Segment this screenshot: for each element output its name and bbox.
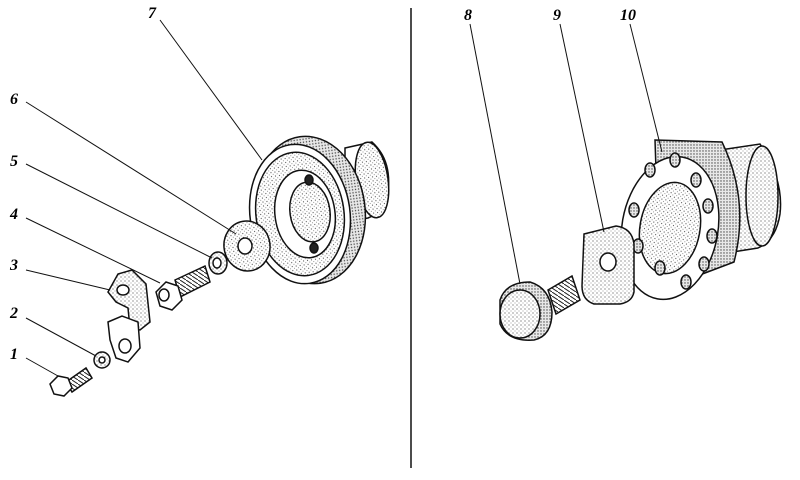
- part-5-spring-washer: [208, 251, 228, 275]
- leader-7: [159, 19, 263, 161]
- label-3: 3: [10, 257, 18, 274]
- leader-3: [25, 269, 111, 291]
- label-8: 8: [464, 7, 472, 24]
- part-2-washer: [93, 351, 111, 369]
- leader-8: [469, 23, 521, 285]
- label-9: 9: [553, 7, 561, 24]
- leader-6: [25, 101, 237, 235]
- part-3-bracket: [107, 269, 151, 363]
- leader-5: [25, 163, 213, 259]
- label-7: 7: [148, 5, 156, 22]
- leader-lines-right: [469, 23, 663, 285]
- label-4: 4: [10, 206, 18, 223]
- part-7-flange: [248, 135, 390, 285]
- label-2: 2: [10, 305, 18, 322]
- leader-lines-left: [25, 19, 263, 377]
- label-10: 10: [620, 7, 636, 24]
- part-10-housing: [620, 139, 782, 301]
- leader-4: [25, 217, 161, 284]
- label-6: 6: [10, 91, 18, 108]
- part-8-plug: [499, 274, 581, 341]
- part-1-screw: [49, 366, 94, 397]
- label-5: 5: [10, 153, 18, 170]
- leader-1: [25, 357, 59, 377]
- leader-2: [25, 317, 97, 357]
- part-4-bolt: [155, 264, 211, 311]
- label-1: 1: [10, 346, 18, 363]
- leader-10: [629, 23, 663, 153]
- part-9-plate: [581, 225, 635, 305]
- leader-9: [559, 23, 605, 233]
